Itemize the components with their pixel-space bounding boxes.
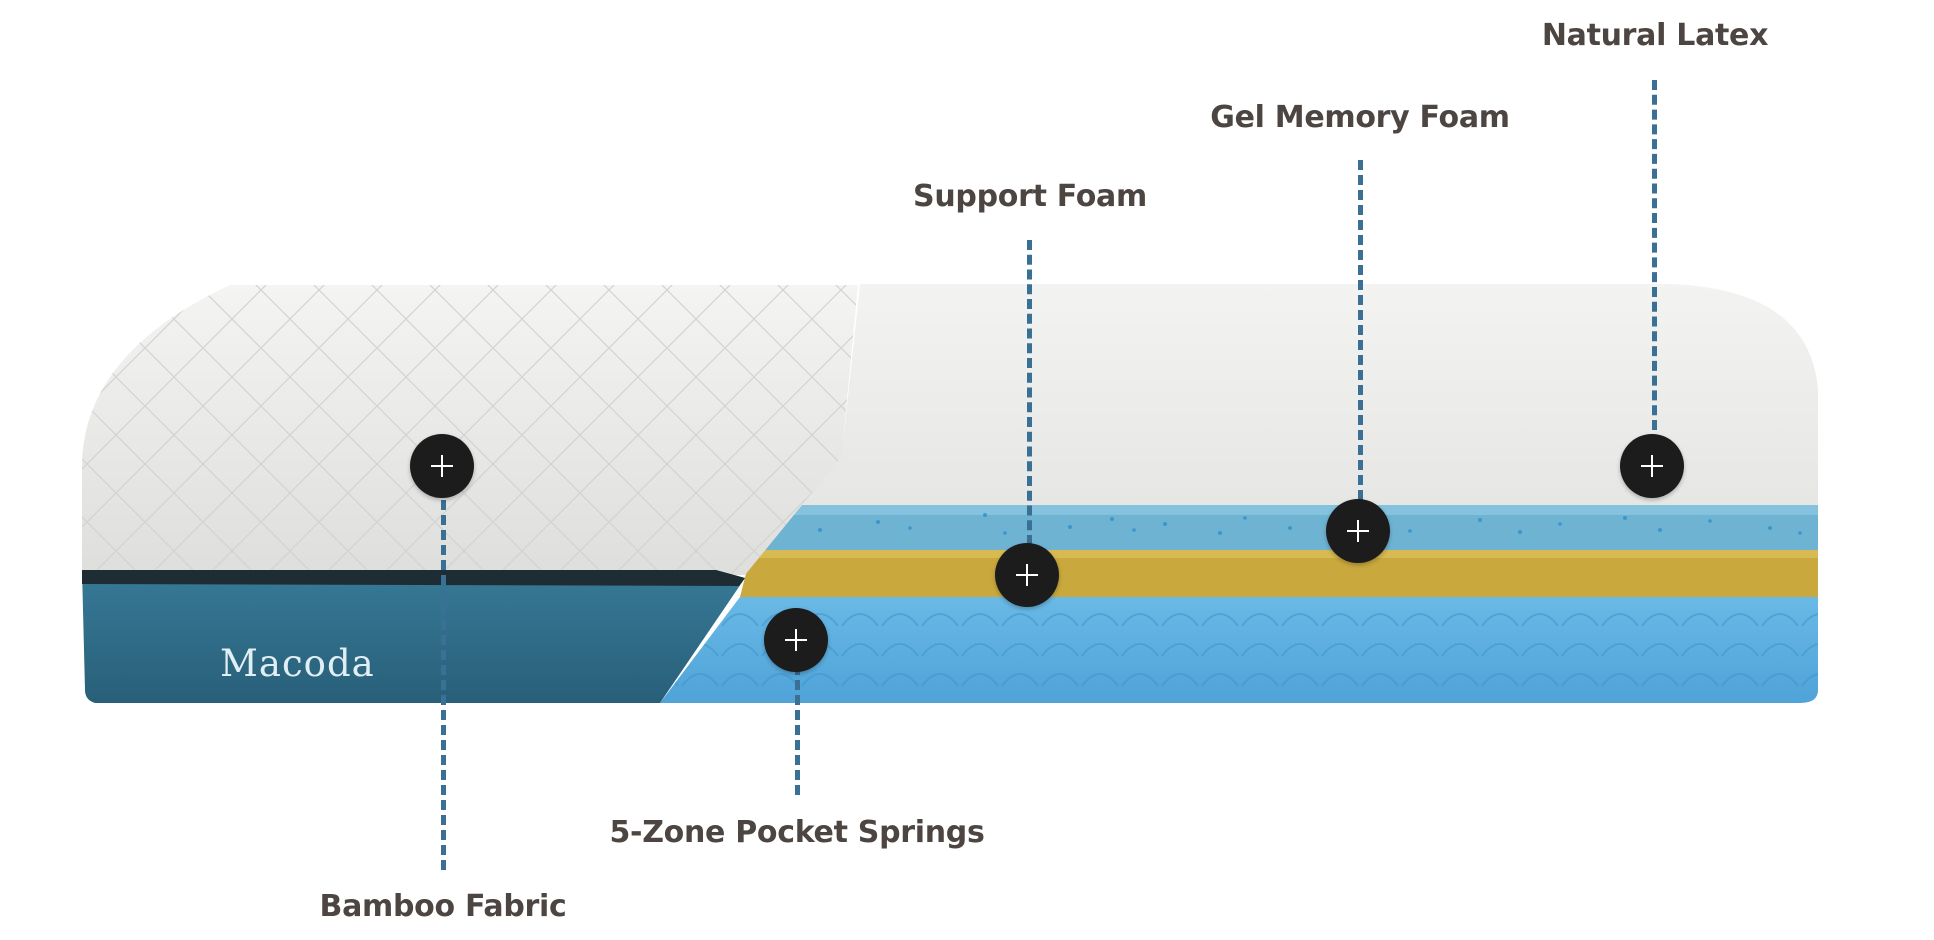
bamboo-fabric-hotspot[interactable] bbox=[410, 434, 474, 498]
brand-logo: Macoda bbox=[220, 642, 375, 685]
natural-latex-leader bbox=[1652, 80, 1657, 430]
bamboo-fabric-label: Bamboo Fabric bbox=[319, 889, 567, 924]
bamboo-fabric-leader bbox=[441, 500, 446, 870]
gel-memory-foam-hotspot[interactable] bbox=[1326, 499, 1390, 563]
support-foam-leader bbox=[1027, 240, 1032, 545]
bamboo-fabric-cover bbox=[81, 285, 858, 703]
support-foam-label: Support Foam bbox=[913, 179, 1147, 214]
gel-memory-foam-layer bbox=[752, 505, 1818, 550]
gel-memory-foam-leader bbox=[1358, 160, 1363, 500]
pocket-springs-layer bbox=[660, 597, 1818, 703]
natural-latex-label: Natural Latex bbox=[1541, 18, 1769, 53]
support-foam-hotspot[interactable] bbox=[995, 543, 1059, 607]
support-foam-layer bbox=[740, 550, 1818, 597]
pocket-springs-leader bbox=[795, 650, 800, 795]
gel-memory-foam-label: Gel Memory Foam bbox=[1210, 100, 1510, 135]
natural-latex-hotspot[interactable] bbox=[1620, 434, 1684, 498]
natural-latex-layer bbox=[770, 284, 1818, 505]
pocket-springs-hotspot[interactable] bbox=[764, 608, 828, 672]
pocket-springs-label: 5-Zone Pocket Springs bbox=[609, 815, 985, 850]
